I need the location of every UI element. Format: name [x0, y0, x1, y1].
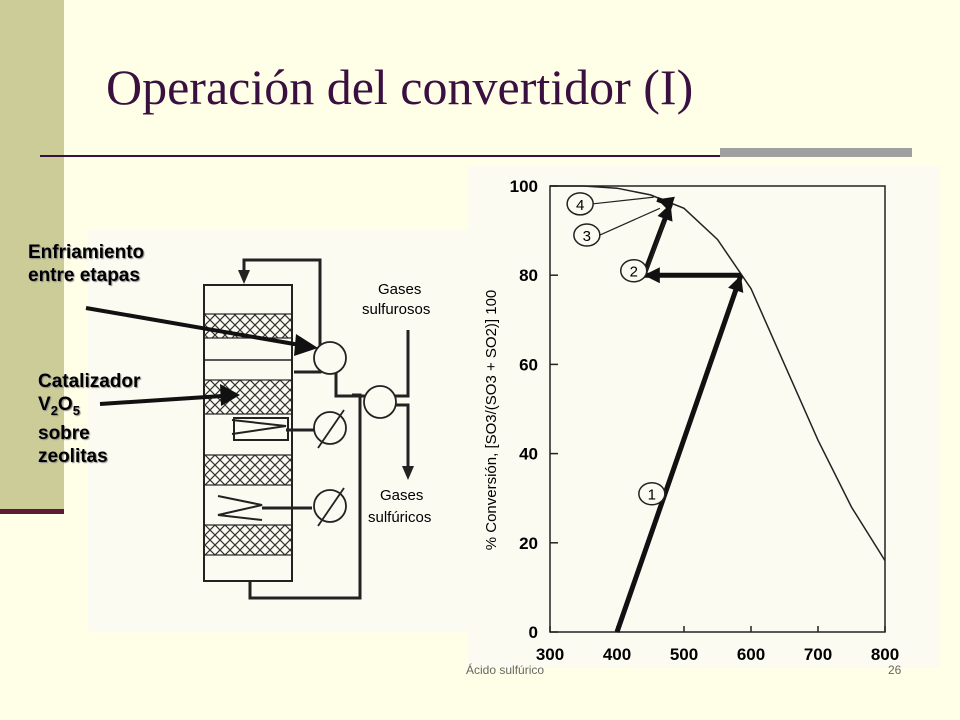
catalizador-label-line3: sobre: [38, 422, 90, 444]
formula-v-sub: 2: [50, 402, 58, 418]
y-tick-label-100: 100: [510, 177, 538, 196]
label-pointer-catalizador: [99, 384, 240, 406]
stage-label-2: 2: [630, 264, 638, 281]
formula-o-sub: 5: [72, 402, 80, 418]
y-tick-label-80: 80: [519, 266, 538, 285]
page-number: 26: [888, 663, 902, 677]
cooling-coil-2: [217, 495, 263, 521]
x-tick-label-300: 300: [536, 645, 564, 664]
gases-in-label-1: Gases: [378, 281, 421, 298]
gases-out-label-2: sulfúricos: [368, 509, 431, 526]
x-tick-label-700: 700: [804, 645, 832, 664]
converter-vessel: [203, 284, 293, 582]
cooling-coil-1: [231, 419, 287, 435]
stage-label-3: 3: [583, 228, 591, 245]
y-tick-label-40: 40: [519, 445, 538, 464]
stage-leader-4: [593, 196, 654, 205]
x-tick-label-800: 800: [871, 645, 899, 664]
catalizador-label-line4: zeolitas: [38, 445, 108, 467]
flow-arrow-outlet: [402, 466, 414, 480]
stage-label-1: 1: [648, 487, 656, 504]
left-accent-bar: [0, 0, 64, 512]
enfriamiento-label: Enfriamiento entre etapas: [28, 241, 144, 287]
y-tick-label-0: 0: [529, 623, 538, 642]
formula-v: V: [38, 394, 51, 415]
path-arrowhead-4: [657, 196, 675, 212]
x-tick-label-500: 500: [670, 645, 698, 664]
path-arrowhead-2: [643, 267, 660, 284]
catalizador-label-line1: Catalizador: [38, 371, 141, 392]
footer-left: Ácido sulfúrico: [466, 663, 545, 677]
catalyst-bed-4: [203, 524, 293, 556]
y-axis-label: % Conversión, [SO3/(SO3 + SO2)] 100: [483, 290, 500, 551]
flow-arrow-top: [238, 270, 250, 284]
path-arrowhead-1: [728, 275, 744, 293]
x-tick-label-400: 400: [603, 645, 631, 664]
gases-out-label-1: Gases: [380, 487, 423, 504]
left-accent-bar-base: [0, 509, 64, 514]
stage-label-4: 4: [576, 197, 584, 214]
conversion-chart-panel: [468, 166, 940, 668]
title-divider-accent: [720, 148, 912, 157]
equilibrium-curve: [550, 185, 886, 561]
enfriamiento-label-line1: Enfriamiento: [28, 242, 145, 263]
path-segment-1: [614, 274, 744, 633]
catalizador-formula: V2O5: [38, 393, 140, 422]
y-tick-label-20: 20: [519, 534, 538, 553]
stage-circle-1: [638, 481, 666, 506]
heat-exchangers: [313, 341, 397, 527]
stage-leader-2: [646, 221, 666, 271]
enfriamiento-label-line2: entre etapas: [28, 265, 140, 286]
title-divider: [40, 155, 912, 157]
chart-frame: [549, 185, 886, 633]
x-tick-label-600: 600: [737, 645, 765, 664]
slide-title: Operación del convertidor (I): [106, 59, 694, 115]
conversion-chart: 300 400 500 600 700 800 0 20 40 60 80 100 1 2 3 4 % Co…: [483, 177, 899, 664]
gases-in-label-2: sulfurosos: [362, 301, 430, 318]
formula-o: O: [57, 394, 73, 415]
stage-leader-3: [599, 207, 661, 236]
label-pointer-enfriamiento: [85, 306, 318, 356]
catalyst-bed-3: [203, 454, 293, 486]
y-tick-label-60: 60: [519, 355, 538, 374]
catalizador-label: Catalizador V2O5 sobre zeolitas: [38, 370, 140, 468]
